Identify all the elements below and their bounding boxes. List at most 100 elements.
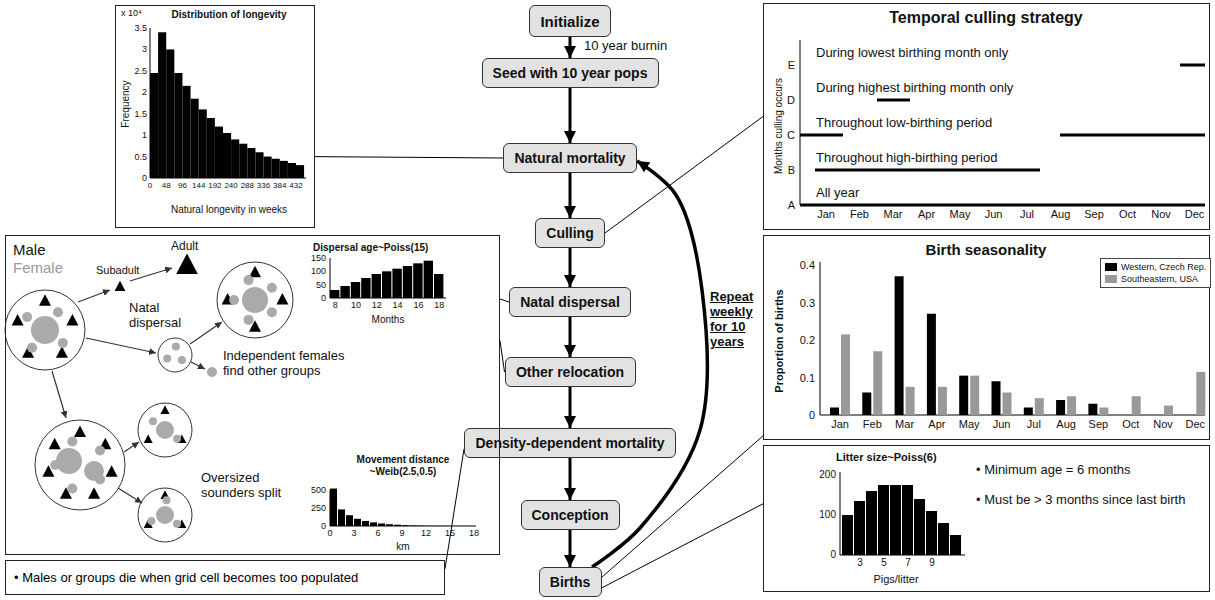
- move-arrow: [118, 488, 142, 503]
- sounder: [5, 290, 85, 370]
- bar: [288, 163, 296, 178]
- tick-label: 6: [375, 528, 380, 538]
- panel-text: Independent females find other groups: [223, 349, 358, 379]
- male-symbol: [88, 487, 100, 499]
- tick-label: May: [950, 208, 971, 221]
- panel-text: Subadult: [96, 264, 139, 277]
- bar: [1185, 415, 1194, 416]
- male-symbol: [39, 294, 51, 306]
- culling-period: [800, 134, 843, 137]
- tick-label: 144: [192, 181, 205, 190]
- tick-label: Jan: [831, 418, 849, 431]
- tick-label: Dec: [1185, 208, 1205, 221]
- tick-label: C: [787, 129, 795, 142]
- axis: [330, 490, 476, 526]
- female-symbol: [22, 312, 32, 322]
- female-symbol: [149, 417, 157, 425]
- tick-label: Nov: [1151, 208, 1171, 221]
- bar: [174, 73, 182, 178]
- bar: [890, 485, 901, 555]
- note-box: • Males or groups die when grid cell bec…: [5, 560, 445, 595]
- tick-label: Feb: [850, 208, 869, 221]
- process-label: Conception: [532, 507, 609, 523]
- tick-label: 96: [178, 181, 187, 190]
- bar: [199, 109, 207, 178]
- tick-label: Jun: [985, 208, 1003, 221]
- process-box: Births: [539, 567, 602, 597]
- tick-label: x 10⁴: [121, 8, 142, 18]
- tick-label: Nov: [1153, 418, 1173, 431]
- bar: [862, 393, 871, 416]
- bar: [413, 263, 422, 298]
- bar: [272, 159, 280, 178]
- tick-label: 0: [321, 293, 326, 303]
- bar: [1196, 372, 1205, 415]
- bar: [370, 522, 377, 526]
- chart-panel: MaleFemaleAdultSubadultNatal dispersalIn…: [5, 235, 500, 555]
- tick-label: 0: [148, 181, 152, 190]
- process-label: Seed with 10 year pops: [493, 65, 648, 81]
- process-box: Natal dispersal: [509, 287, 631, 317]
- bar: [418, 525, 425, 526]
- subadult-symbol: [115, 281, 126, 291]
- tick-label: 2: [142, 87, 147, 97]
- bar: [392, 269, 401, 298]
- female-symbol: [67, 484, 77, 494]
- process-label: Initialize: [540, 13, 599, 30]
- bar: [873, 351, 882, 415]
- tick-label: 8: [333, 300, 338, 310]
- leader-line: [605, 117, 763, 234]
- move-arrow: [78, 290, 110, 302]
- bar: [926, 511, 937, 555]
- tick-label: 16: [413, 300, 423, 310]
- bar: [959, 376, 968, 415]
- panel-text: Natal dispersal: [129, 301, 193, 331]
- panel-text: Male: [13, 241, 46, 258]
- edge-label: Repeat weekly for 10 years: [710, 290, 760, 350]
- sounder-outline: [5, 290, 85, 370]
- move-arrow: [52, 371, 66, 418]
- tick-label: Apr: [928, 418, 945, 431]
- leader-line: [315, 157, 503, 158]
- male-symbol: [12, 314, 24, 326]
- panel-text: Throughout high-birthing period: [816, 151, 997, 166]
- tick-label: B: [788, 164, 795, 177]
- tick-label: 150: [311, 253, 326, 263]
- bar: [854, 501, 865, 555]
- bar: [1003, 393, 1012, 416]
- bar: [166, 49, 174, 178]
- bar: [842, 515, 853, 555]
- bar: [902, 485, 913, 555]
- panel-text: Proportion of births: [773, 289, 786, 392]
- female-symbol: [173, 520, 181, 528]
- axis: [840, 472, 965, 555]
- process-box: Initialize: [529, 5, 611, 37]
- bar: [361, 278, 370, 298]
- bar: [938, 387, 947, 415]
- tick-label: 432: [289, 181, 302, 190]
- bar: [182, 86, 190, 178]
- tick-label: Oct: [1119, 208, 1136, 221]
- culling-period: [877, 99, 910, 102]
- bar: [458, 525, 465, 526]
- female-symbol: [172, 343, 180, 351]
- tick-label: Mar: [884, 208, 903, 221]
- adult-symbol: [176, 253, 198, 274]
- bar: [158, 32, 166, 178]
- panel-text: Litter size~Poiss(6): [836, 451, 937, 464]
- bar: [878, 485, 889, 555]
- bar: [895, 276, 904, 415]
- male-symbol: [276, 293, 288, 305]
- tick-label: 10: [351, 300, 361, 310]
- female-symbol: [31, 316, 59, 344]
- tick-label: 240: [224, 181, 237, 190]
- female-symbol: [67, 436, 77, 446]
- tick-label: 500: [311, 485, 326, 495]
- move-arrow: [124, 442, 139, 452]
- leader-line: [602, 504, 764, 588]
- bar: [330, 489, 337, 526]
- flow-arrow: [569, 37, 572, 58]
- tick-label: 9: [399, 528, 404, 538]
- legend-entry: Western, Czech Rep.: [1105, 261, 1206, 273]
- panel-text: km: [396, 541, 409, 553]
